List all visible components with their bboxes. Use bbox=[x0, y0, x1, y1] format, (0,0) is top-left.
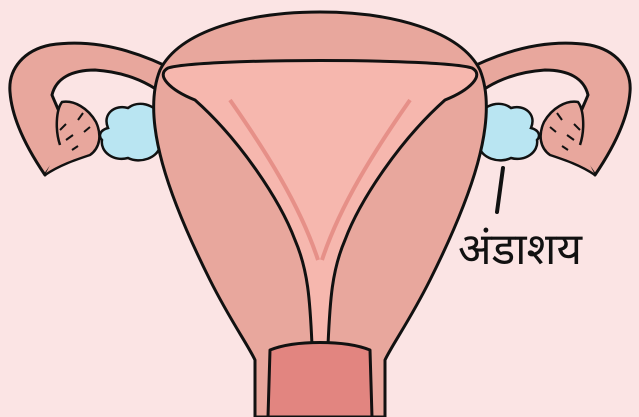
ovary-pointer-line bbox=[497, 168, 503, 212]
ovary-label: अंडाशय bbox=[458, 224, 582, 276]
cervix bbox=[268, 343, 372, 417]
